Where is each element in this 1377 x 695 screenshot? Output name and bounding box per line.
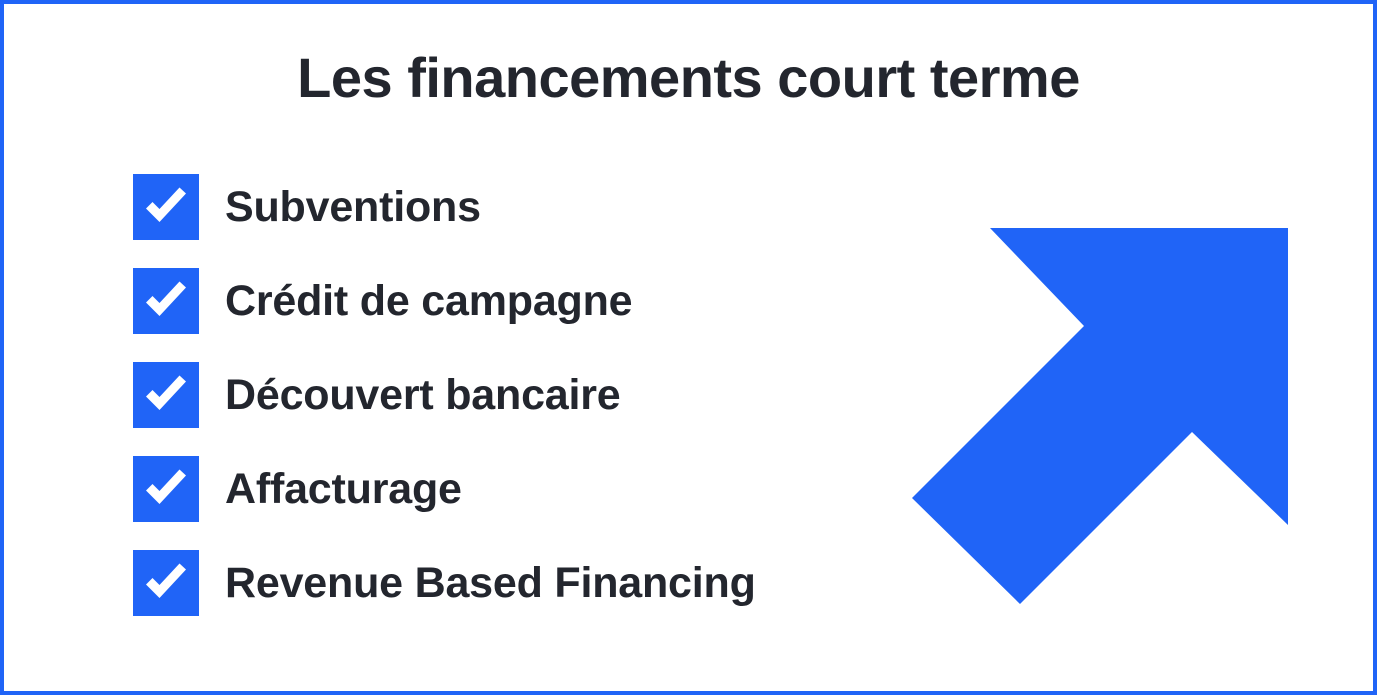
checkbox-checked-icon[interactable] [133, 550, 199, 616]
checkbox-checked-icon[interactable] [133, 268, 199, 334]
arrow-up-right-icon [904, 220, 1296, 612]
financing-options-list: Subventions Crédit de campagne Découvert… [133, 174, 756, 616]
checkbox-checked-icon[interactable] [133, 362, 199, 428]
list-item-label: Crédit de campagne [225, 276, 633, 325]
checkbox-checked-icon[interactable] [133, 456, 199, 522]
list-item-label: Affacturage [225, 464, 462, 513]
list-item[interactable]: Revenue Based Financing [133, 550, 756, 616]
list-item[interactable]: Subventions [133, 174, 756, 240]
page-title: Les financements court terme [297, 46, 1080, 109]
list-item[interactable]: Affacturage [133, 456, 756, 522]
list-item-label: Revenue Based Financing [225, 558, 756, 607]
list-item[interactable]: Crédit de campagne [133, 268, 756, 334]
list-item[interactable]: Découvert bancaire [133, 362, 756, 428]
checkbox-checked-icon[interactable] [133, 174, 199, 240]
list-item-label: Découvert bancaire [225, 370, 621, 419]
list-item-label: Subventions [225, 182, 481, 231]
